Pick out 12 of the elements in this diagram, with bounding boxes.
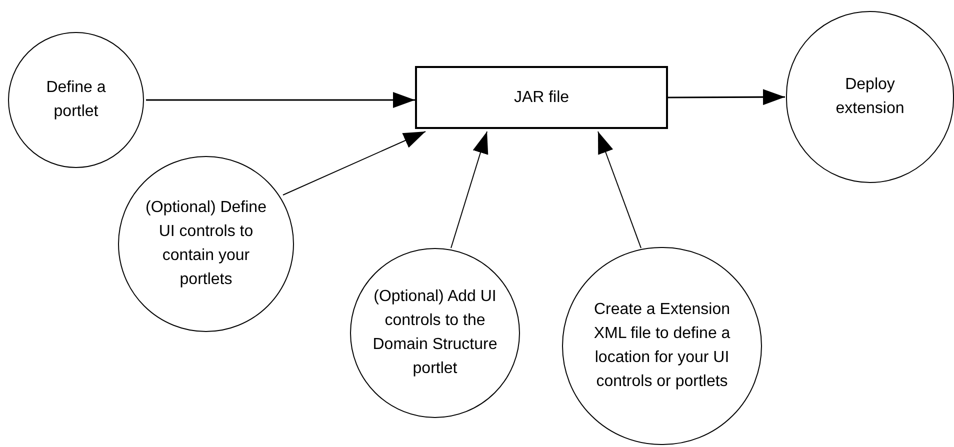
arrow — [668, 89, 785, 106]
node-label: JAR file — [514, 88, 570, 108]
arrow — [282, 131, 426, 196]
node-label: Define a portlet — [45, 78, 107, 122]
arrow — [598, 131, 642, 248]
node-label: Create a Extension XML file to define a location for your UI controls or portlets — [592, 300, 732, 392]
process-box — [415, 66, 668, 129]
node-label: (Optional) Define UI controls to contain your portlets — [145, 198, 267, 290]
arrow — [450, 131, 488, 248]
arrow — [146, 92, 415, 108]
node-label: (Optional) Add UI controls to the Domain Structure portlet — [372, 287, 498, 379]
node-label: Deploy extension — [834, 75, 906, 119]
